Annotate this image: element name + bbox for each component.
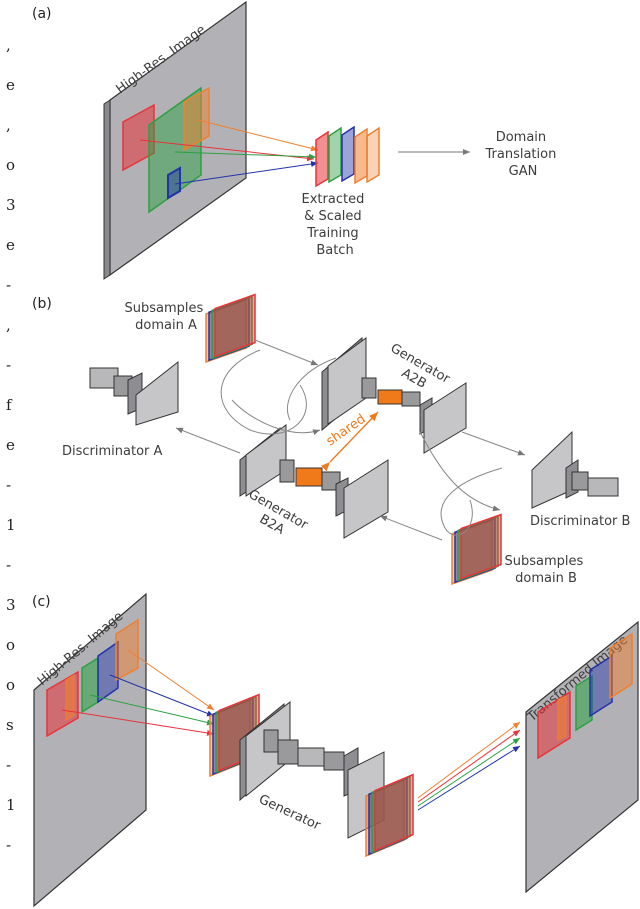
discriminator-a-label: Discriminator A [62,444,163,459]
left-gutter: , e, o 3 e -, - f e - 1 - 3 o o s - 1 - [6,36,16,854]
orange-arrow [197,119,319,152]
panel-c-label: (c) [32,594,51,610]
stack-layer [374,773,414,852]
gutter-fragment: - [6,756,11,774]
discriminator-b [531,430,619,509]
generator-b2a-label: Generator B2A [238,487,314,549]
gutter-fragment: - [6,276,11,294]
subsamples-b-label: Subsamples domain B [505,554,588,586]
orange-patch-c [115,618,139,682]
green-patch-c [81,656,99,714]
stack-layer [214,293,256,358]
gutter-fragment: - [6,476,11,494]
subsamples-a-label: Subsamples domain A [125,301,208,333]
gutter-fragment: 1 [6,796,16,814]
panel-a: (a) High-Res. Image Extracted & Scaled T… [32,0,561,280]
batch-label: Extracted & Scaled Training Batch [302,192,369,258]
flow-arrows [175,339,526,541]
shared-arrow [320,411,379,472]
gutter-fragment: - [6,556,11,574]
blue-arrow [174,161,319,185]
panel-a-label: (a) [32,6,52,22]
gutter-fragment: o [6,636,15,654]
gutter-fragment: , [6,36,11,54]
gutter-fragment: , [6,116,11,134]
training-batch-stack [315,125,380,188]
subsamples-b-stack [451,513,502,586]
gutter-fragment: f [6,396,13,414]
gutter-fragment: o [6,156,15,174]
subsamples-a-stack [205,293,256,364]
gutter-fragment: o [6,676,15,694]
panel-b-label: (b) [32,296,52,312]
gutter-fragment: , [6,316,11,334]
gan-label: Domain Translation GAN [485,130,561,179]
discriminator-a [89,360,179,426]
blue-patch-c [97,640,119,704]
gutter-fragment: e [6,76,15,94]
generator-b2a [239,424,389,539]
gutter-fragment: s [6,716,14,734]
gutter-fragment: 3 [6,196,16,214]
stack-layer [460,513,502,580]
gutter-fragment: 1 [6,516,16,534]
generator-c [239,700,385,839]
discriminator-b-label: Discriminator B [530,514,630,529]
gutter-fragment: e [6,236,15,254]
gutter-fragment: - [6,356,11,374]
gutter-fragment: - [6,836,11,854]
gutter-fragment: e [6,436,15,454]
green-arrow [174,151,317,160]
blue-patch [167,166,181,200]
panel-b: (b) Subsamples domain A Generator A2B [32,293,630,586]
output-batch-stack [365,773,414,858]
gutter-fragment: 3 [6,596,16,614]
panel-c: (c) High-Res. Image Generator [32,592,639,908]
orange-patch [183,86,210,152]
generator-label-c: Generator [256,792,323,834]
